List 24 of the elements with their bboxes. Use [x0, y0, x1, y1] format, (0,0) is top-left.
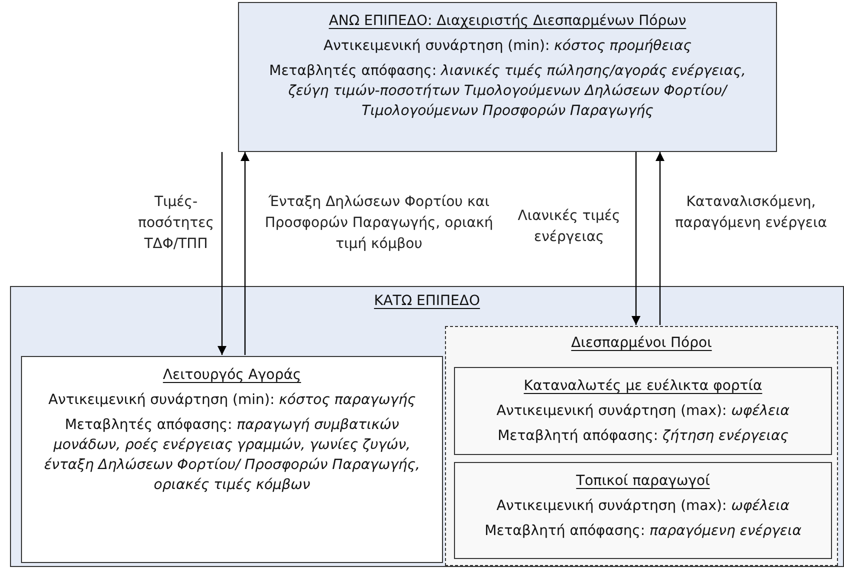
node-text: Μεταβλητές απόφασης: παραγωγή συμβατικών μονάδων, ροές ενέργειας γραμμών, γωνίες ζυγών, ένταξη Δηλώσεων Φορτίου/ Προσφορών Παραγωγής, οριακές τιμές κόμβων: [43, 416, 421, 495]
node-heading: ΑΝΩ ΕΠΙΠΕΔΟ: Διαχειριστής Διεσπαρμένων Πόρων: [328, 12, 686, 31]
group-title: Διεσπαρμένοι Πόροι: [571, 335, 712, 351]
arrow: [656, 152, 664, 325]
arrow: [240, 152, 250, 355]
arrow: [218, 152, 226, 355]
process-box: [238, 2, 777, 152]
node-heading: Λειτουργός Αγοράς: [162, 366, 302, 385]
node-text: Αντικειμενική συνάρτηση (min): κόστος παραγωγής: [48, 391, 416, 410]
node-text: Μεταβλητή απόφασης: παραγόμενη ενέργεια: [484, 522, 802, 541]
group-box: [10, 286, 844, 567]
arrow: [632, 152, 640, 325]
group-box: [445, 326, 838, 566]
node-text: Μεταβλητές απόφασης: λιανικές τιμές πώλησης/αγοράς ενέργειας, ζεύγη τιμών-ποσοτήτων Τιμολογούμενων Δηλώσεων Φορτίου/ Τιμολογούμενων Προσφορών Παραγωγής: [268, 62, 747, 121]
node-heading: Καταναλωτές με ευέλικτα φορτία: [524, 377, 762, 396]
node-heading: Τοπικοί παραγωγοί: [576, 472, 710, 491]
node-text: Αντικειμενική συνάρτηση (max): ωφέλεια: [496, 497, 790, 516]
process-box: [21, 356, 443, 563]
process-box: [454, 462, 832, 559]
process-box: [454, 367, 832, 455]
node-text: Αντικειμενική συνάρτηση (min): κόστος προμήθειας: [324, 37, 692, 56]
group-title: ΚΑΤΩ ΕΠΙΠΕΔΟ: [374, 293, 480, 309]
node-text: Μεταβλητή απόφασης: ζήτηση ενέργειας: [498, 427, 788, 446]
node-text: Αντικειμενική συνάρτηση (max): ωφέλεια: [496, 402, 790, 421]
